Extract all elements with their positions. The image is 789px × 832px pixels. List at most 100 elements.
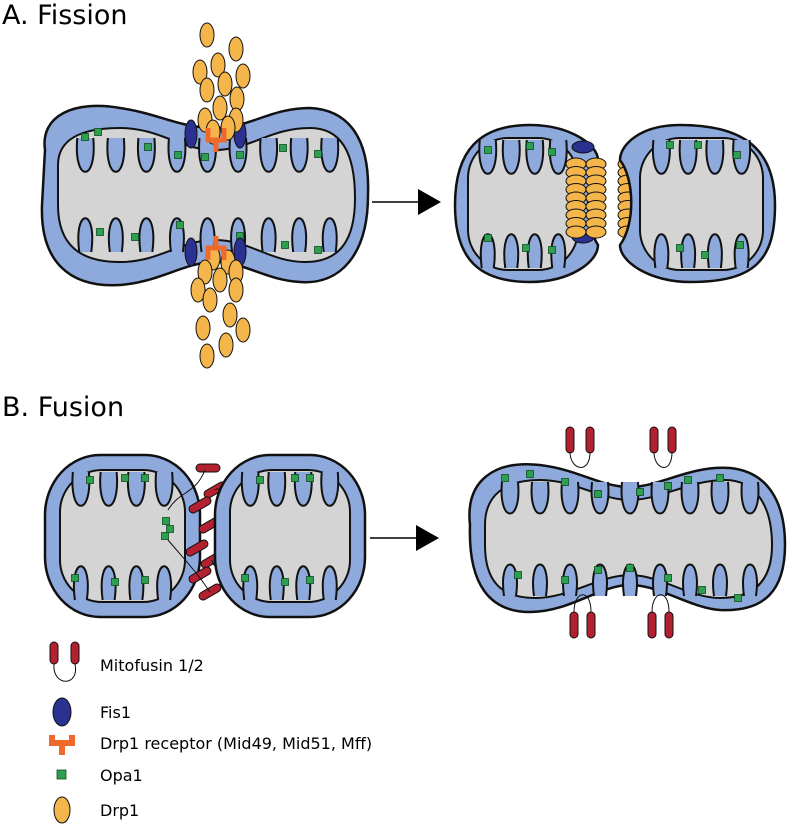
fis1-protein bbox=[571, 140, 595, 154]
opa1-protein bbox=[561, 576, 569, 584]
opa1-protein bbox=[94, 128, 102, 136]
cristae bbox=[75, 137, 340, 253]
opa1-protein bbox=[664, 482, 672, 490]
opa1-protein bbox=[484, 146, 492, 154]
mitofusin-protein bbox=[647, 611, 657, 639]
fission-arrow bbox=[372, 189, 441, 215]
fission-mitochondrion-daughter-right bbox=[618, 123, 777, 284]
fusion-mitochondrion-right bbox=[213, 453, 367, 619]
opa1-protein bbox=[561, 478, 569, 486]
opa1-protein bbox=[162, 517, 170, 525]
opa1-protein bbox=[734, 594, 742, 602]
drp1-receptor-icon bbox=[49, 735, 75, 755]
opa1-protein bbox=[306, 474, 314, 482]
opa1-protein bbox=[161, 532, 169, 540]
opa1-protein bbox=[71, 574, 79, 582]
legend-label-opa1: Opa1 bbox=[100, 766, 143, 785]
mitofusin-protein bbox=[195, 463, 221, 473]
matrix bbox=[639, 137, 764, 271]
opa1-protein bbox=[514, 571, 522, 579]
opa1-protein bbox=[522, 244, 530, 252]
matrix bbox=[57, 126, 357, 264]
drp1-protein bbox=[218, 332, 234, 358]
fusion-mitochondrion-fused bbox=[468, 426, 787, 639]
opa1-protein bbox=[176, 221, 184, 229]
mitofusin-tether bbox=[569, 451, 673, 613]
drp1-icon bbox=[53, 796, 71, 824]
drp1-protein bbox=[212, 95, 228, 121]
cristae bbox=[71, 471, 174, 601]
opa1-protein bbox=[131, 233, 139, 241]
matrix bbox=[59, 469, 186, 603]
opa1-icon bbox=[56, 769, 67, 780]
mitofusin-protein bbox=[188, 496, 212, 514]
drp1-protein bbox=[199, 343, 215, 369]
legend-label-drp1: Drp1 bbox=[100, 801, 139, 820]
matrix bbox=[229, 469, 351, 603]
opa1-protein bbox=[314, 150, 322, 158]
drp1-protein bbox=[565, 225, 587, 239]
cristae bbox=[500, 481, 760, 597]
opa1-protein bbox=[281, 578, 289, 586]
drp1-protein bbox=[228, 36, 244, 62]
opa1-protein bbox=[241, 574, 249, 582]
opa1-protein bbox=[526, 470, 534, 478]
opa1-protein bbox=[716, 474, 724, 482]
mitofusin-tether bbox=[167, 469, 241, 593]
opa1-protein bbox=[698, 586, 706, 594]
opa1-protein bbox=[484, 234, 492, 242]
drp1-protein bbox=[222, 302, 238, 328]
legend-label-mitofusin: Mitofusin 1/2 bbox=[100, 656, 204, 675]
drp1-protein bbox=[585, 225, 607, 239]
opa1-protein bbox=[526, 142, 534, 150]
opa1-protein bbox=[236, 151, 244, 159]
opa1-protein bbox=[281, 241, 289, 249]
opa1-protein bbox=[144, 143, 152, 151]
mitofusin-protein bbox=[667, 426, 677, 454]
fusion-arrow bbox=[370, 525, 439, 551]
drp1-protein bbox=[199, 77, 215, 103]
mitofusin-protein bbox=[586, 611, 596, 639]
drp1-receptor bbox=[205, 236, 227, 260]
drp1-protein bbox=[229, 86, 245, 112]
opa1-protein bbox=[81, 133, 89, 141]
opa1-protein bbox=[676, 244, 684, 252]
opa1-protein bbox=[594, 566, 602, 574]
drp1-protein bbox=[212, 267, 228, 293]
opa1-protein bbox=[86, 476, 94, 484]
opa1-protein bbox=[733, 151, 741, 159]
drp1-protein bbox=[195, 315, 211, 341]
opa1-protein bbox=[279, 144, 287, 152]
drp1-protein bbox=[190, 277, 206, 303]
drp1-protein bbox=[202, 287, 218, 313]
drp1-protein bbox=[197, 259, 213, 285]
drp1-protein bbox=[235, 317, 251, 343]
legend-label-fis1: Fis1 bbox=[100, 703, 131, 722]
opa1-protein bbox=[666, 141, 674, 149]
opa1-protein bbox=[96, 228, 104, 236]
opa1-protein bbox=[314, 246, 322, 254]
drp1-protein bbox=[192, 59, 208, 85]
opa1-protein bbox=[256, 476, 264, 484]
drp1-protein bbox=[228, 277, 244, 303]
opa1-protein bbox=[548, 148, 556, 156]
fis1-protein bbox=[184, 237, 198, 267]
mitofusin-protein bbox=[565, 426, 575, 454]
fission-heading: A. Fission bbox=[2, 0, 128, 31]
drp1-protein bbox=[235, 63, 251, 89]
opa1-protein bbox=[636, 488, 644, 496]
fis1-protein bbox=[184, 119, 198, 149]
opa1-protein bbox=[111, 578, 119, 586]
drp1-receptor bbox=[205, 128, 227, 152]
fission-mitochondrion-before bbox=[40, 22, 370, 369]
legend-label-drp1-receptor: Drp1 receptor (Mid49, Mid51, Mff) bbox=[100, 734, 372, 753]
mitofusin-icon bbox=[49, 641, 80, 682]
opa1-protein bbox=[501, 474, 509, 482]
fusion-heading: B. Fusion bbox=[2, 392, 124, 423]
drp1-protein bbox=[199, 22, 215, 48]
opa1-protein bbox=[694, 141, 702, 149]
opa1-protein bbox=[664, 574, 672, 582]
opa1-protein bbox=[594, 490, 602, 498]
mitofusin-protein bbox=[664, 611, 674, 639]
